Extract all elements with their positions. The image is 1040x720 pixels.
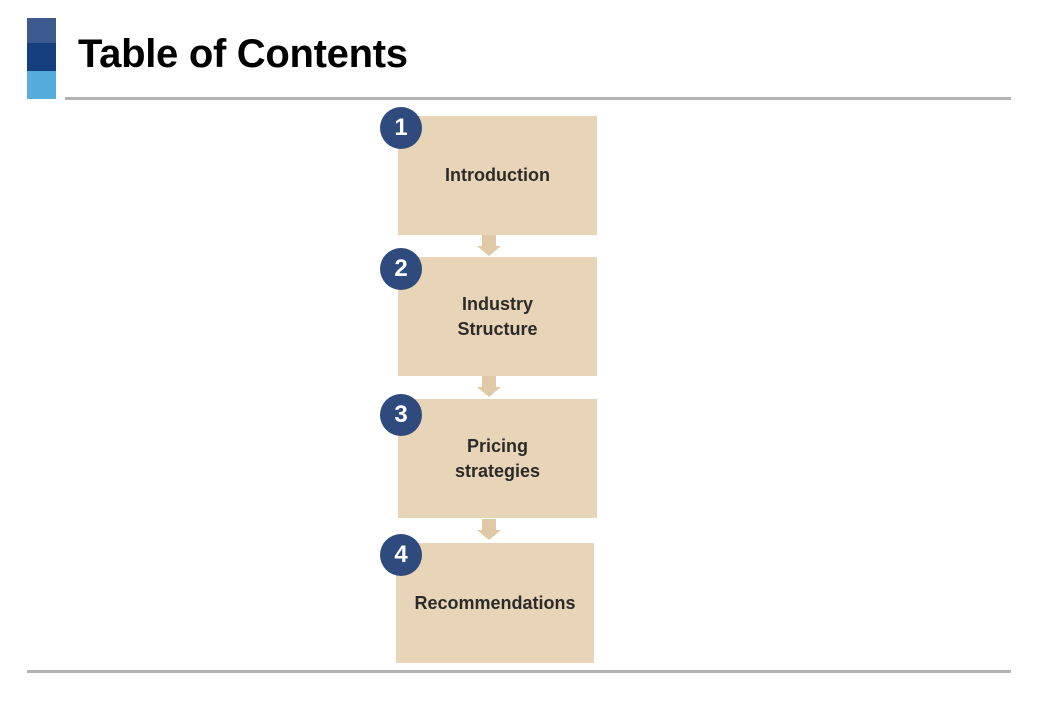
- slide-title: Table of Contents: [78, 32, 408, 76]
- step-number-badge: 4: [380, 534, 422, 576]
- step-box-pricing-strategies[interactable]: Pricing strategies: [398, 399, 597, 518]
- footer-divider: [27, 670, 1011, 673]
- accent-segment-mid: [27, 43, 56, 71]
- flow-arrow-stem: [482, 376, 496, 387]
- flow-arrow-head: [477, 246, 501, 256]
- flow-arrow-stem: [482, 519, 496, 530]
- flow-arrow-down: [477, 519, 501, 540]
- step-number-badge: 2: [380, 248, 422, 290]
- flow-arrow-head: [477, 530, 501, 540]
- step-box-industry-structure[interactable]: Industry Structure: [398, 257, 597, 376]
- step-number-badge: 3: [380, 394, 422, 436]
- flow-arrow-stem: [482, 235, 496, 246]
- flow-arrow-down: [477, 376, 501, 397]
- accent-segment-dark: [27, 18, 56, 43]
- title-divider: [65, 97, 1011, 100]
- step-label: Introduction: [445, 165, 550, 185]
- step-box-recommendations[interactable]: Recommendations: [396, 543, 594, 663]
- step-number-badge: 1: [380, 107, 422, 149]
- step-label: Industry Structure: [457, 293, 538, 339]
- flow-arrow-head: [477, 387, 501, 397]
- title-accent-bar: [27, 18, 56, 99]
- accent-segment-light: [27, 71, 56, 99]
- step-label: Recommendations: [414, 592, 576, 613]
- flow-arrow-down: [477, 235, 501, 256]
- step-label: Pricing strategies: [454, 435, 541, 481]
- step-box-introduction[interactable]: Introduction: [398, 116, 597, 235]
